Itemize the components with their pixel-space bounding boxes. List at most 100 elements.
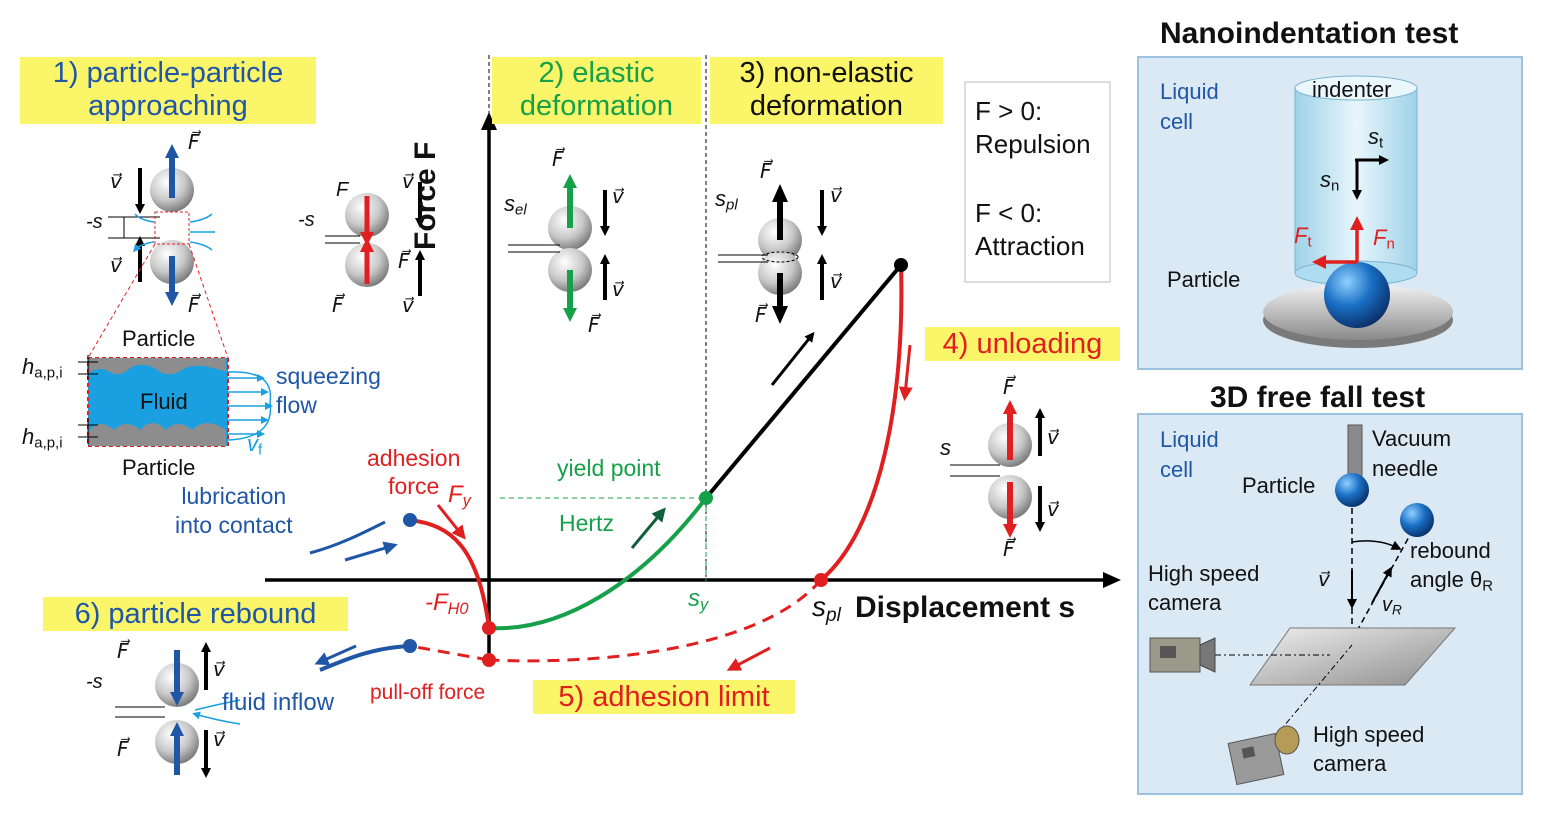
legend-attraction: F < 0: Attraction: [975, 198, 1085, 261]
camera-1-label: High speed camera: [1148, 561, 1260, 615]
s6-F-top: F⃗: [117, 641, 129, 663]
freefall-vR-label: vR: [1382, 594, 1402, 618]
s1-minus-s: -s: [86, 211, 103, 233]
st-label: st: [1368, 124, 1384, 152]
rebound-dash: [409, 644, 490, 662]
s2a-v-top: v⃗: [402, 171, 414, 193]
s2a-F-bottom: F⃗: [332, 295, 344, 317]
squeezing-flow-label: squeezing flow: [276, 363, 381, 418]
zoom-line: [87, 243, 156, 359]
s6-minus-s: -s: [86, 671, 103, 693]
sn-label: sn: [1320, 167, 1340, 195]
point-yield: [699, 491, 713, 505]
s2-sel: sel: [504, 191, 527, 219]
legend-box: [964, 81, 1111, 283]
s4-F-bottom: F⃗: [1003, 539, 1015, 561]
vf-label: vf: [247, 431, 263, 459]
legend-repulsion: F > 0: Repulsion: [975, 96, 1091, 159]
arrow-unloading: [898, 344, 913, 401]
s6-v-top: v⃗: [213, 659, 225, 681]
s2-F-bottom: F⃗: [588, 315, 600, 337]
s3-v-bottom: v⃗: [830, 271, 842, 293]
s1-F-top: F⃗: [188, 132, 200, 154]
point-FH0: [482, 621, 496, 635]
Fn-label: Fn: [1373, 225, 1395, 253]
freefall-title: 3D free fall test: [1210, 381, 1426, 414]
yield-point-label: yield point: [557, 455, 661, 481]
s2-F-top: F⃗: [552, 149, 564, 171]
displacement-axis-label: Displacement s: [855, 591, 1076, 624]
spl-label: spl: [812, 591, 841, 626]
s1-F-bottom: F⃗: [188, 295, 200, 317]
s3-v-top: v⃗: [830, 185, 842, 207]
Ft-label: Ft: [1294, 223, 1312, 251]
FH0-label: -FH0: [425, 589, 469, 619]
fluid-label: Fluid: [140, 389, 188, 414]
s3-F-bottom: F⃗: [755, 305, 767, 327]
h-api-top: ha,p,i: [22, 354, 63, 382]
pull-off-label: pull-off force: [370, 681, 486, 704]
s6-F-bottom: F⃗: [117, 739, 129, 761]
point-rebound-start: [403, 639, 417, 653]
freefall-particle-label: Particle: [1242, 473, 1316, 498]
particle-top-label: Particle: [122, 326, 196, 351]
point-pulloff: [482, 653, 496, 667]
vacuum-needle-label: Vacuum needle: [1372, 426, 1452, 481]
s6-v-bottom: v⃗: [213, 729, 225, 751]
nano-liquid-cell: Liquid cell: [1160, 79, 1219, 134]
freefall-v-label: v⃗: [1318, 569, 1330, 591]
approach-curve: [409, 518, 491, 629]
s4-v-top: v⃗: [1047, 427, 1059, 449]
freefall-panel: [1137, 413, 1523, 795]
Fy-label: Fy: [448, 481, 471, 511]
s4-v-bottom: v⃗: [1047, 499, 1059, 521]
stage-1-title: 1) particle-particle approaching: [20, 57, 316, 124]
arrow-nonelastic: [770, 331, 815, 386]
lubrication-label: lubrication into contact: [175, 483, 293, 538]
point-max: [894, 258, 908, 272]
arrow-rebound: [314, 644, 357, 666]
s1-v-bottom: v⃗: [110, 255, 122, 277]
s2a-F-right: F⃗: [398, 251, 410, 273]
point-approach-start: [403, 513, 417, 527]
s1-v-top: v⃗: [110, 171, 122, 193]
arrow-adhesion-limit: [726, 646, 771, 671]
nano-particle-label: Particle: [1167, 267, 1241, 292]
unloading-curve: [819, 264, 904, 582]
particle-bottom-label: Particle: [122, 455, 196, 480]
arrow-hertz: [630, 507, 666, 549]
stage-4-title: 4) unloading: [925, 327, 1120, 362]
arrow-approach-1: [309, 520, 386, 555]
nano-title: Nanoindentation test: [1160, 17, 1459, 50]
s2-v-bottom: v⃗: [612, 279, 624, 301]
arrow-approach-2: [344, 541, 398, 562]
force-axis-label: Force F: [409, 141, 442, 250]
stage-2-title: 2) elastic deformation: [492, 57, 701, 124]
s4-F-top: F⃗: [1003, 377, 1015, 399]
adhesion-force-label: adhesion force: [367, 445, 461, 499]
fluid-inflow-label: fluid inflow: [222, 689, 335, 716]
zoom-box: [154, 211, 190, 245]
s4-s: s: [940, 435, 951, 460]
adhesion-limit-curve: [488, 579, 823, 663]
nonelastic-line: [704, 263, 903, 500]
s3-spl: spl: [715, 186, 738, 214]
elastic-curve: [488, 496, 708, 631]
camera-2-label: High speed camera: [1313, 722, 1425, 776]
sy-label: sy: [688, 585, 709, 615]
rebound-curve: [319, 644, 411, 672]
point-spl: [814, 573, 828, 587]
indenter-label: indenter: [1312, 77, 1392, 102]
stage-6-title: 6) particle rebound: [43, 597, 348, 632]
rebound-angle-label: rebound angle θR: [1410, 538, 1493, 595]
zoom-line: [188, 243, 229, 359]
s3-F-top: F⃗: [760, 161, 772, 183]
s2a-F: F: [336, 179, 349, 201]
s2a-v-bottom: v⃗: [402, 295, 414, 317]
freefall-liquid-cell: Liquid cell: [1160, 427, 1219, 482]
arrow-adhesion: [436, 504, 466, 540]
impact-plate: [1249, 627, 1457, 686]
stage-3-title: 3) non-elastic deformation: [710, 57, 943, 124]
h-api-bottom: ha,p,i: [22, 424, 63, 452]
